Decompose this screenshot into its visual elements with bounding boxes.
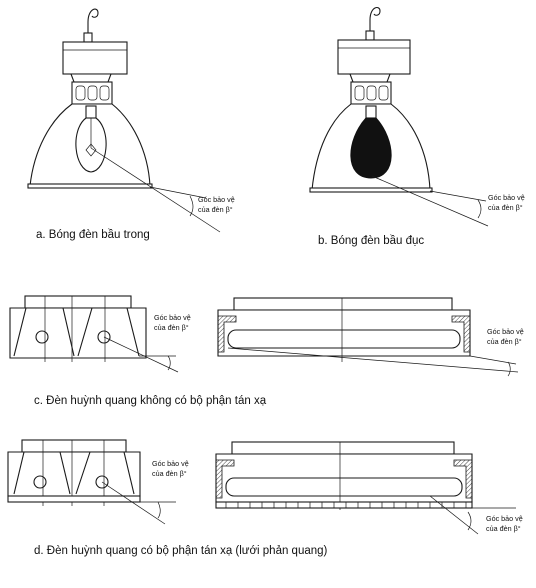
- socket-housing: [71, 81, 113, 105]
- clear-bulb: [75, 117, 107, 173]
- hook: [87, 8, 99, 23]
- protection-angle-line: [429, 495, 479, 535]
- socket-housing: [350, 81, 392, 105]
- protection-angle-label-line2: của đèn β°: [198, 205, 233, 214]
- frosted-bulb: [350, 117, 392, 179]
- protection-angle-label-line2: của đèn β°: [152, 469, 187, 478]
- fluorescent-long-with-diffuser: [215, 441, 516, 535]
- fluorescent-tube: [227, 329, 461, 349]
- caption-a: a. Bóng đèn bầu trong: [36, 229, 150, 241]
- fluorescent-tube: [225, 477, 463, 497]
- mounting-plate: [62, 41, 128, 75]
- protection-angle-label-line1: Góc bảo vệ: [486, 514, 523, 523]
- protection-angle-line: [371, 175, 489, 227]
- caption-c: c. Đèn huỳnh quang không có bộ phận tán …: [34, 395, 267, 407]
- tube-section: [97, 330, 111, 344]
- protection-angle-label-line1: Góc bảo vệ: [152, 459, 189, 468]
- caption-d: d. Đèn huỳnh quang có bộ phận tán xạ (lư…: [34, 545, 328, 557]
- protection-angle-label-line2: của đèn β°: [487, 337, 522, 346]
- fluorescent-section-no-diffuser: [9, 295, 179, 373]
- protection-angle-line: [227, 347, 519, 373]
- caption-b: b. Bóng đèn bầu đục: [318, 235, 424, 247]
- fluorescent-long-no-diffuser: [217, 297, 519, 377]
- tube-section: [95, 475, 109, 489]
- mounting-plate: [337, 39, 411, 75]
- protection-angle-label-line1: Góc bảo vệ: [488, 193, 525, 202]
- protection-angle-label-line2: của đèn β°: [154, 323, 189, 332]
- protection-angle-label-line1: Góc bảo vệ: [487, 327, 524, 336]
- tube-section: [35, 330, 49, 344]
- protection-angle-label-line2: của đèn β°: [488, 203, 523, 212]
- lamp-clear-bulb: [27, 8, 221, 233]
- lamp-frosted-bulb: [309, 6, 489, 227]
- tube-section: [33, 475, 47, 489]
- protection-angle-label-line2: của đèn β°: [486, 524, 521, 533]
- diffuser-grid: [7, 495, 141, 503]
- diffuser-grid: [215, 501, 473, 509]
- protection-angle-label-line1: Góc bảo vệ: [198, 195, 235, 204]
- hook: [369, 6, 381, 21]
- protection-angle-line: [103, 336, 179, 373]
- protection-angle-line: [90, 147, 221, 233]
- protection-angle-label-line1: Góc bảo vệ: [154, 313, 191, 322]
- protection-angle-line: [101, 481, 166, 525]
- louvre-cells: [225, 502, 467, 508]
- fluorescent-section-with-diffuser: [7, 439, 176, 525]
